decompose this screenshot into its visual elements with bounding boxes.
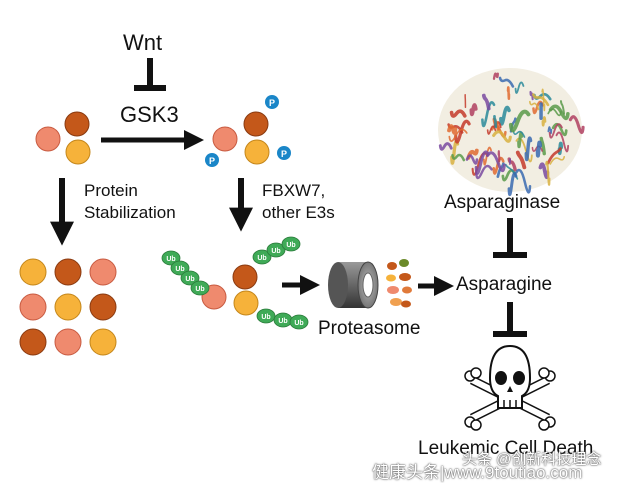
wnt-inhibition-icon — [134, 58, 166, 91]
asparaginase-inhibition-icon — [493, 218, 527, 258]
svg-text:Ub: Ub — [271, 248, 280, 255]
e3-label: FBXW7, other E3s — [262, 180, 335, 224]
ubiquitin-badge: Ub — [256, 308, 276, 324]
svg-text:P: P — [269, 98, 275, 108]
wnt-label: Wnt — [123, 30, 163, 55]
svg-text:Ub: Ub — [175, 266, 184, 273]
svg-text:Ub: Ub — [195, 286, 204, 293]
peptide-fragments — [386, 259, 412, 308]
ubiquitin-badge: Ub — [273, 312, 293, 328]
svg-text:Ub: Ub — [286, 242, 295, 249]
svg-text:P: P — [209, 156, 215, 166]
ubiquitin-badge: Ub — [170, 260, 190, 276]
svg-text:Ub: Ub — [278, 318, 287, 325]
svg-text:Ub: Ub — [166, 256, 175, 263]
asparagine-label: Asparagine — [456, 274, 553, 295]
skull-crossbones-icon — [464, 344, 556, 431]
asparagine-inhibition-icon — [493, 302, 527, 337]
stabilized-protein-grid — [19, 258, 117, 356]
unphosphorylated-proteins — [35, 111, 91, 165]
ubiquitin-badge: Ub — [190, 280, 210, 296]
e3-label-line2: other E3s — [262, 203, 335, 222]
ubiquitin-badge: Ub — [281, 236, 301, 252]
protein-salmon — [212, 126, 238, 152]
svg-text:Ub: Ub — [294, 320, 303, 327]
protein-yellow — [244, 139, 270, 165]
ubiquitin-badge: Ub — [289, 314, 309, 330]
watermark: 头条 @创新科技理念 健康头条|www.9toutiao.com — [370, 446, 638, 482]
svg-text:Ub: Ub — [257, 255, 266, 262]
protein-stabilization-line2: Stabilization — [84, 203, 176, 222]
protein-salmon — [35, 126, 61, 152]
protein-orange — [243, 111, 269, 137]
ubiquitin-badge: Ub — [252, 249, 272, 265]
phospho-badge: P — [265, 95, 279, 109]
death-label: Leukemic Cell Death — [418, 438, 594, 459]
protein-orange — [64, 111, 90, 137]
protein-yellow — [65, 139, 91, 165]
asparaginase-protein-structure-icon — [438, 68, 585, 197]
phospho-badge: P — [277, 146, 291, 160]
svg-text:Ub: Ub — [261, 314, 270, 321]
phosphorylated-proteins: P P P — [205, 95, 291, 167]
protein-stabilization-label: Protein Stabilization — [84, 180, 176, 224]
ubiquitin-badge: Ub — [266, 242, 286, 258]
protein-stabilization-line1: Protein — [84, 181, 138, 200]
svg-text:Ub: Ub — [185, 276, 194, 283]
watermark-line1: 头条 @创新科技理念 — [462, 451, 602, 468]
watermark-line2: 健康头条|www.9toutiao.com — [372, 463, 583, 482]
proteasome-cylinder-icon — [328, 261, 379, 309]
gsk3-label: GSK3 — [120, 102, 179, 127]
svg-text:P: P — [281, 149, 287, 159]
ubiquitinated-proteins — [201, 264, 259, 316]
ubiquitin-badge: Ub — [180, 270, 200, 286]
phospho-badge: P — [205, 153, 219, 167]
asparaginase-label: Asparaginase — [444, 192, 561, 213]
e3-label-line1: FBXW7, — [262, 181, 326, 200]
proteasome-label: Proteasome — [318, 318, 421, 339]
